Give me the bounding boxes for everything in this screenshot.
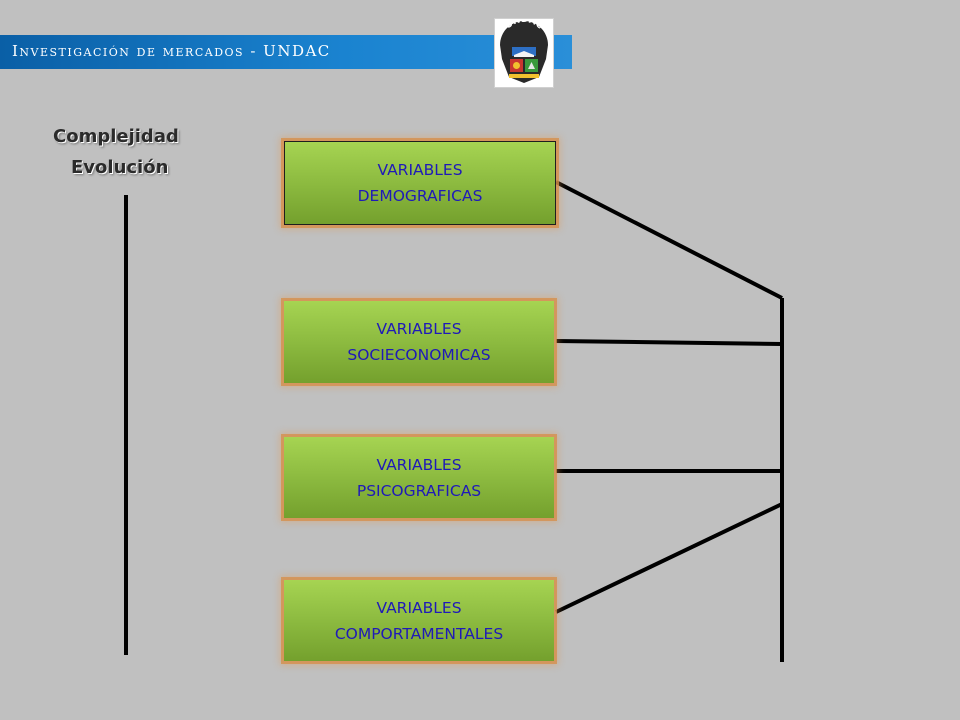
box-label-line2: COMPORTAMENTALES <box>334 624 504 643</box>
connector-socieconomicas <box>555 339 783 346</box>
box-variables-psicograficas: VARIABLES PSICOGRAFICAS <box>284 437 554 518</box>
undac-seal-icon: UNDAC <box>500 15 548 83</box>
connector-comportamentales <box>555 502 783 614</box>
box-variables-socieconomicas: VARIABLES SOCIECONOMICAS <box>284 301 554 383</box>
connector-demograficas <box>555 180 783 300</box>
box-label: VARIABLES SOCIECONOMICAS <box>299 316 539 368</box>
box-label: VARIABLES PSICOGRAFICAS <box>299 452 539 504</box>
box-label-line2: DEMOGRAFICAS <box>357 187 483 205</box>
undac-logo: UNDAC <box>494 15 554 88</box>
box-label-line1: VARIABLES <box>376 320 462 338</box>
box-label: VARIABLES DEMOGRAFICAS <box>300 157 540 209</box>
box-variables-comportamentales: VARIABLES COMPORTAMENTALES <box>284 580 554 661</box>
complexity-label: Complejidad <box>53 126 179 147</box>
box-label-line1: VARIABLES <box>376 598 462 617</box>
box-label-line2: PSICOGRAFICAS <box>356 481 482 500</box>
evolution-label: Evolución <box>71 157 169 178</box>
box-label-line2: SOCIECONOMICAS <box>347 346 491 364</box>
box-label: VARIABLES COMPORTAMENTALES <box>299 595 539 647</box>
box-label-line1: VARIABLES <box>377 161 463 179</box>
svg-text:UNDAC: UNDAC <box>503 19 544 32</box>
box-variables-demograficas: VARIABLES DEMOGRAFICAS <box>284 141 556 225</box>
box-label-line1: VARIABLES <box>376 455 462 474</box>
header-title: Investigación de mercados - UNDAC <box>12 42 331 60</box>
header-bar: Investigación de mercados - UNDAC <box>0 35 572 69</box>
